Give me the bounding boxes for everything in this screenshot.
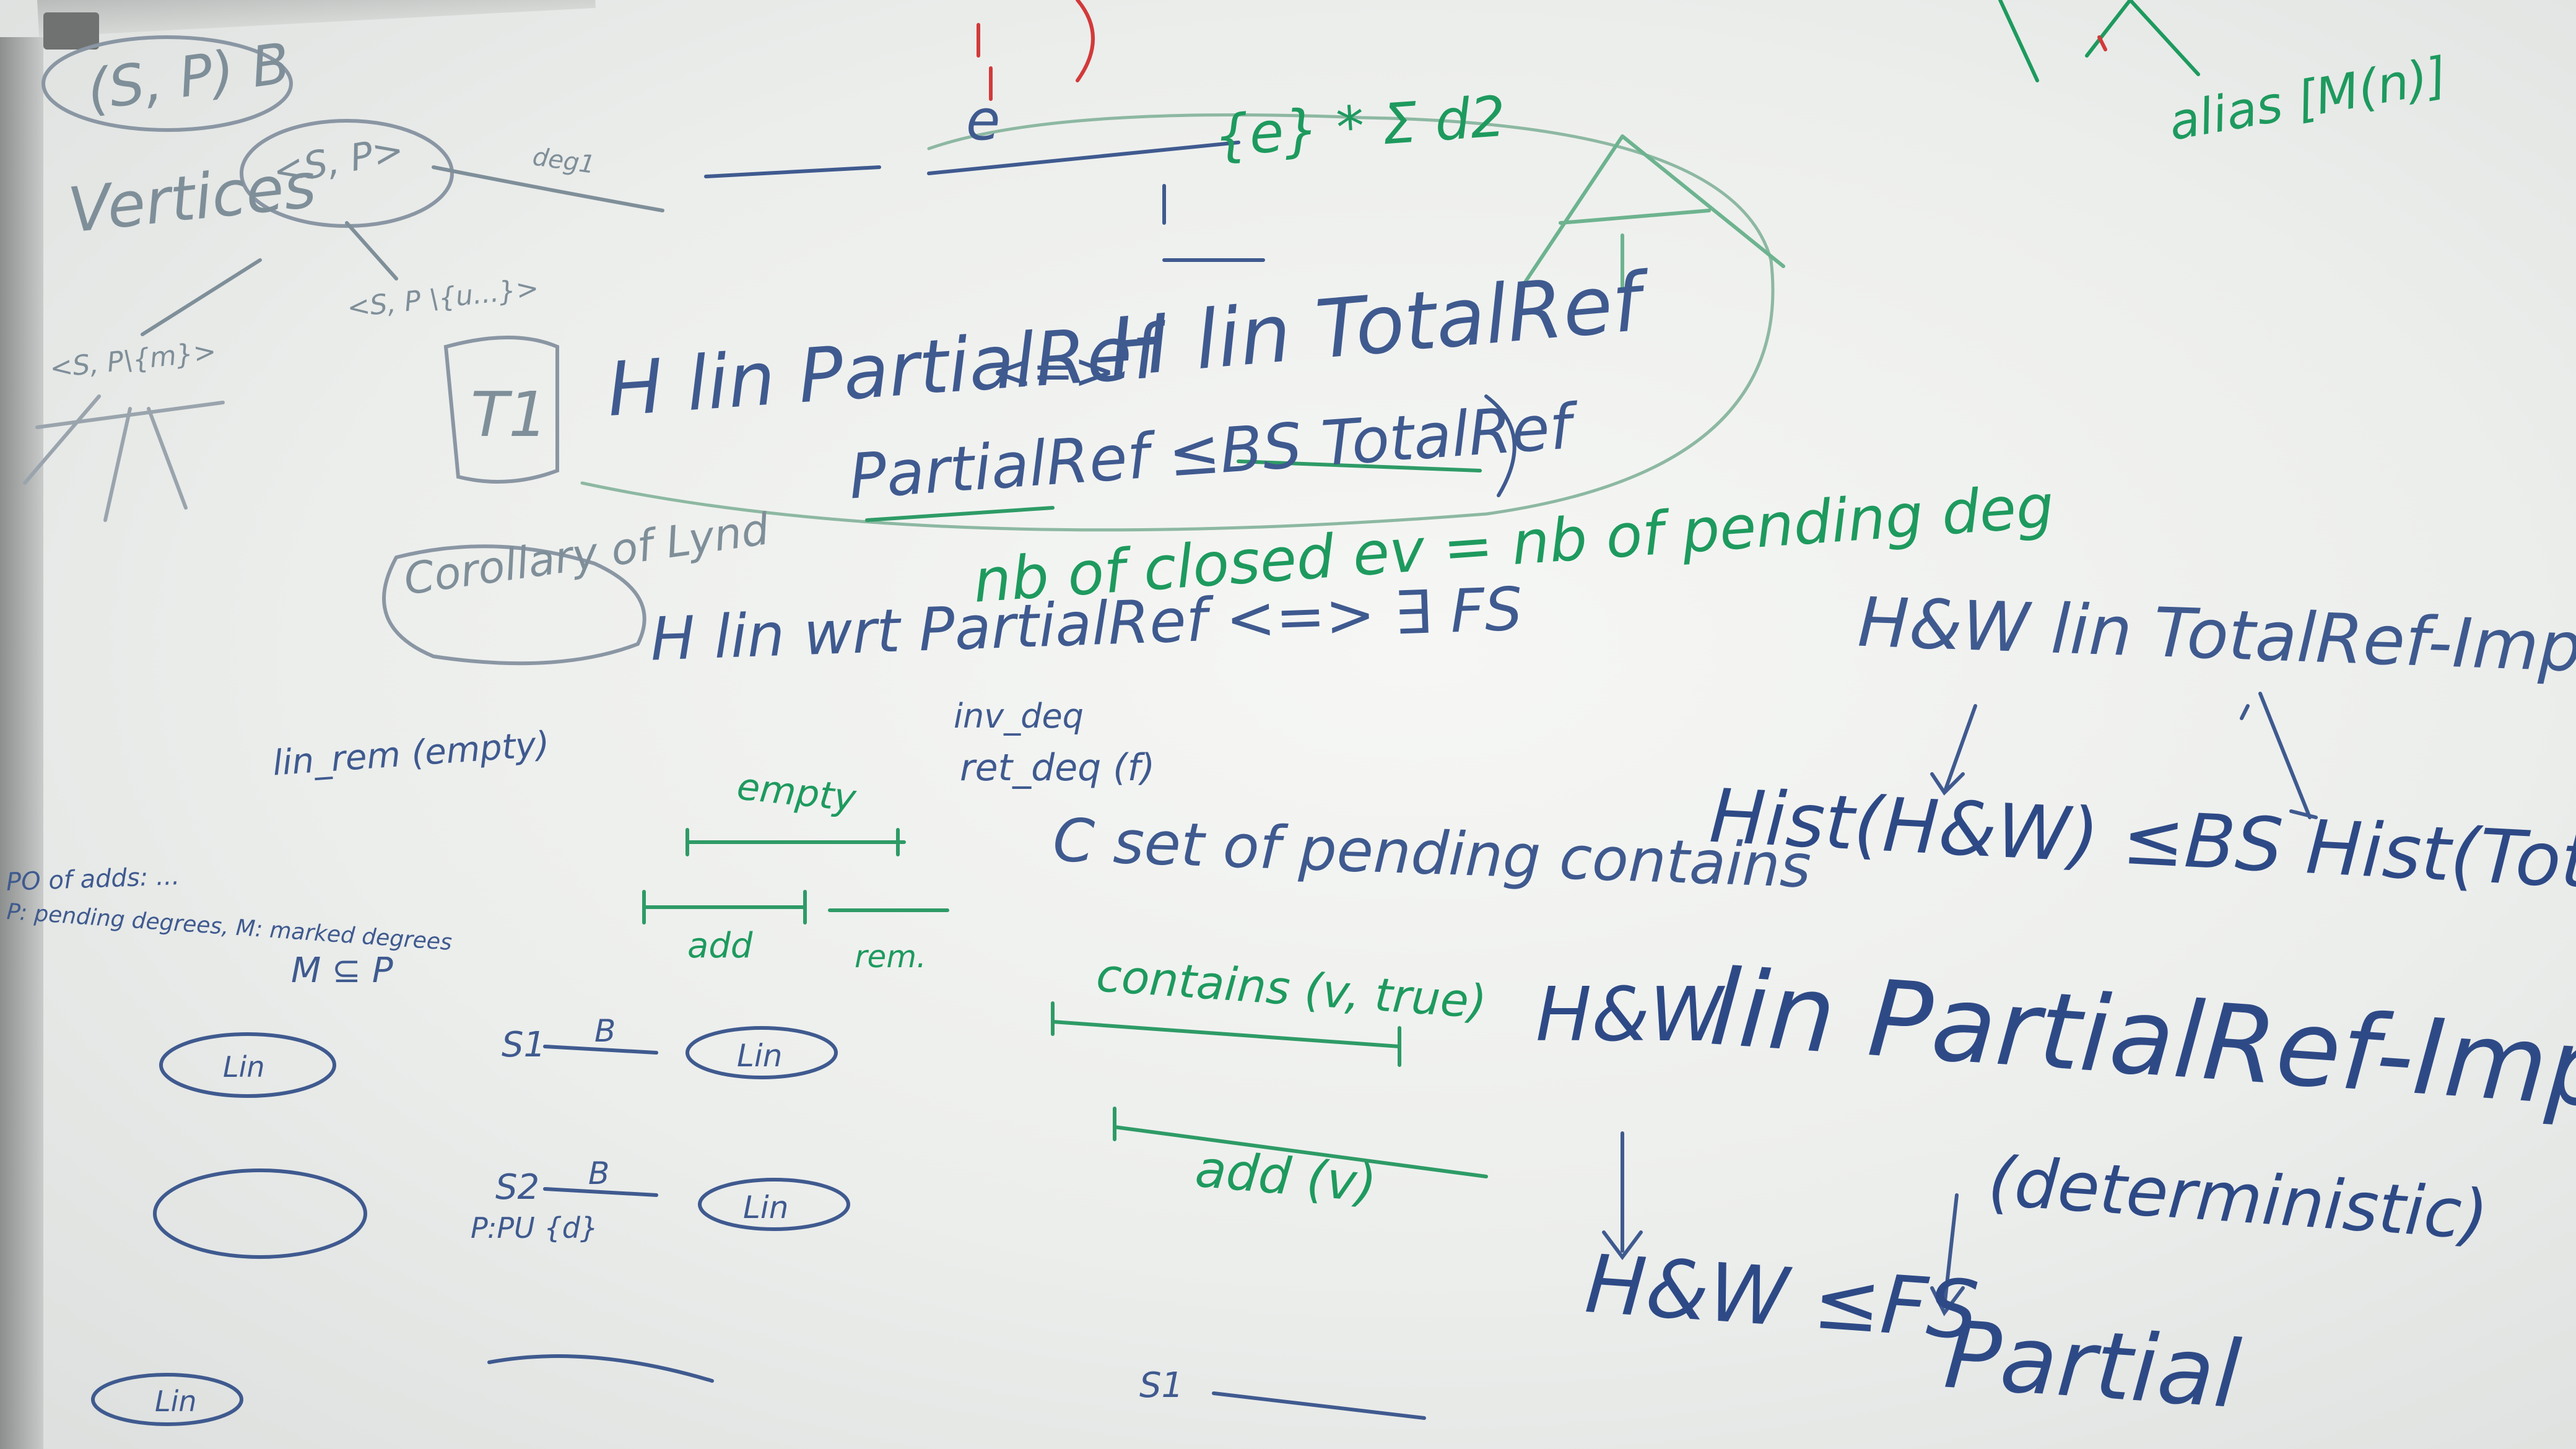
oval-refs xyxy=(580,113,1775,532)
text-b-1: B xyxy=(594,1013,616,1049)
text-p-pu: P:PU {d} xyxy=(471,1211,599,1245)
text-hw: H&W xyxy=(1536,972,1723,1058)
oval-lin-1 xyxy=(685,1026,838,1079)
red-tick xyxy=(2097,35,2107,51)
text-add: add xyxy=(687,926,753,966)
green-tree-top-right xyxy=(1998,0,2200,82)
text-rem: rem. xyxy=(855,939,926,975)
timeline-add-rem xyxy=(642,890,949,925)
oval-vertices xyxy=(240,119,454,228)
board-clip xyxy=(43,12,99,50)
text-lin-1: Lin xyxy=(737,1038,783,1074)
text-s1-bottom: S1 xyxy=(1139,1365,1184,1406)
text-s1: S1 xyxy=(502,1025,546,1065)
text-s2: S2 xyxy=(495,1167,540,1208)
board-frame-left xyxy=(0,37,43,1449)
triangle-green xyxy=(1521,134,1785,293)
text-partial: Partial xyxy=(1941,1301,2244,1430)
arrows-bottom xyxy=(487,1045,1426,1420)
arrow-hist-left xyxy=(1930,704,1977,796)
arrow-top xyxy=(704,141,1240,178)
text-m-subset-p: M ⊆ P xyxy=(291,951,393,991)
oval-lin-3 xyxy=(159,1032,336,1098)
underline-total xyxy=(865,459,1482,522)
arrow-hw-down xyxy=(1602,1131,1643,1260)
text-t1: T1 xyxy=(471,378,548,451)
timeline-add-v xyxy=(1113,1107,1488,1178)
text-e: e xyxy=(966,88,1001,153)
arrow-e xyxy=(1162,184,1265,262)
timeline-contains xyxy=(1051,1001,1401,1067)
arrows-vertices xyxy=(141,165,664,336)
oval-corollary xyxy=(382,544,646,666)
arrow-partial-down xyxy=(1930,1193,1965,1316)
red-marks xyxy=(977,0,1095,101)
text-lin-4: Lin xyxy=(155,1385,197,1418)
paren-total xyxy=(1484,394,1516,497)
tree-left xyxy=(23,394,225,522)
oval-lin-4 xyxy=(91,1373,243,1426)
oval-possible xyxy=(153,1168,367,1259)
text-lin-3: Lin xyxy=(223,1050,265,1084)
oval-sp xyxy=(41,35,293,132)
text-lin-2: Lin xyxy=(743,1190,789,1225)
text-ret-deq: ret_deq (f) xyxy=(960,746,1155,790)
text-empty: empty xyxy=(734,765,858,820)
text-add-v: add (v) xyxy=(1193,1139,1379,1214)
arrow-hist-right xyxy=(2258,692,2318,819)
text-b-2: B xyxy=(588,1155,610,1191)
oval-lin-2 xyxy=(698,1178,850,1231)
text-inv-deq: inv_deq xyxy=(954,697,1084,736)
dot xyxy=(2240,704,2250,720)
text-po-of-adds: PO of adds: ... xyxy=(6,862,180,897)
t1-box xyxy=(443,336,559,484)
timeline-empty xyxy=(685,828,906,856)
text-iff1: <=> xyxy=(991,342,1116,400)
